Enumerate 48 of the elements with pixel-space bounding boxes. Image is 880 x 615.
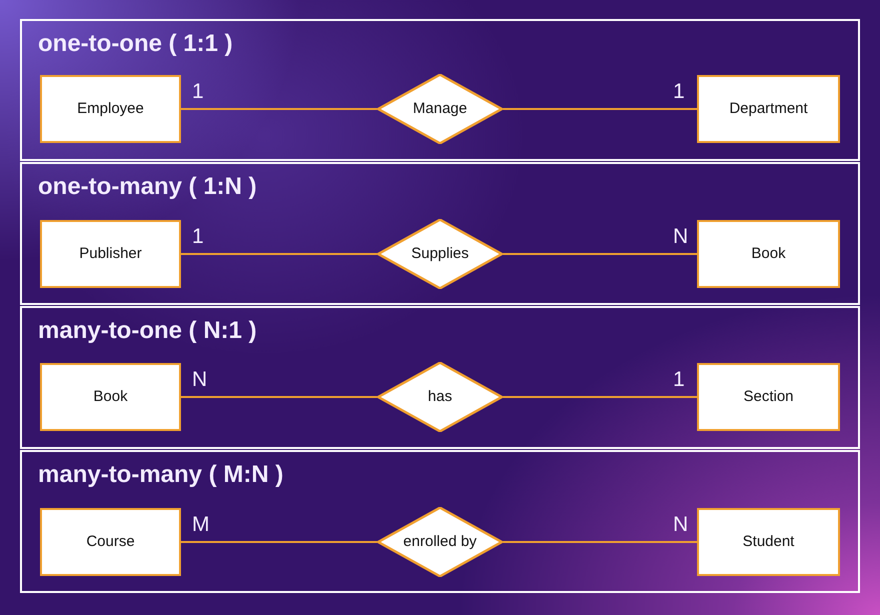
connector-line — [181, 396, 377, 398]
entity-name: Section — [743, 388, 794, 406]
entity-name: Book — [93, 388, 128, 406]
relationship-panel — [20, 19, 860, 161]
connector-line — [503, 396, 697, 398]
cardinality-label: 1 — [673, 81, 685, 103]
entity-box — [40, 508, 181, 576]
entity-box — [697, 508, 840, 576]
connector-line — [503, 541, 697, 543]
cardinality-label: 1 — [673, 369, 685, 391]
relationship-name: enrolled by — [403, 533, 477, 551]
relationship-name: Supplies — [411, 245, 469, 263]
entity-name: Student — [742, 533, 794, 551]
entity-box — [40, 363, 181, 431]
entity-name: Publisher — [79, 245, 142, 263]
relationship-diamond — [377, 507, 503, 577]
cardinality-label: M — [192, 514, 210, 536]
relationship-name: has — [428, 388, 452, 406]
connector-line — [503, 253, 697, 255]
cardinality-label: N — [673, 226, 688, 248]
relationship-name: Manage — [412, 100, 468, 118]
entity-name: Department — [729, 100, 808, 118]
entity-box — [40, 220, 181, 288]
entity-name: Course — [86, 533, 135, 551]
entity-box — [697, 220, 840, 288]
section-heading: many-to-one ( N:1 ) — [38, 317, 257, 345]
cardinality-label: 1 — [192, 226, 204, 248]
entity-box — [697, 363, 840, 431]
connector-line — [503, 108, 697, 110]
cardinality-label: N — [673, 514, 688, 536]
entity-box — [40, 75, 181, 143]
relationship-panel — [20, 306, 860, 449]
connector-line — [181, 253, 377, 255]
entity-name: Book — [751, 245, 786, 263]
relationship-diamond — [377, 219, 503, 289]
cardinality-label: N — [192, 369, 208, 391]
relationship-panel — [20, 450, 860, 593]
section-heading: one-to-one ( 1:1 ) — [38, 30, 233, 58]
section-heading: many-to-many ( M:N ) — [38, 461, 284, 489]
cardinality-label: 1 — [192, 81, 204, 103]
connector-line — [181, 108, 377, 110]
entity-name: Employee — [77, 100, 144, 118]
connector-line — [181, 541, 377, 543]
entity-box — [697, 75, 840, 143]
section-heading: one-to-many ( 1:N ) — [38, 173, 257, 201]
relationship-panel — [20, 162, 860, 305]
relationship-diamond — [377, 74, 503, 144]
relationship-diamond — [377, 362, 503, 432]
